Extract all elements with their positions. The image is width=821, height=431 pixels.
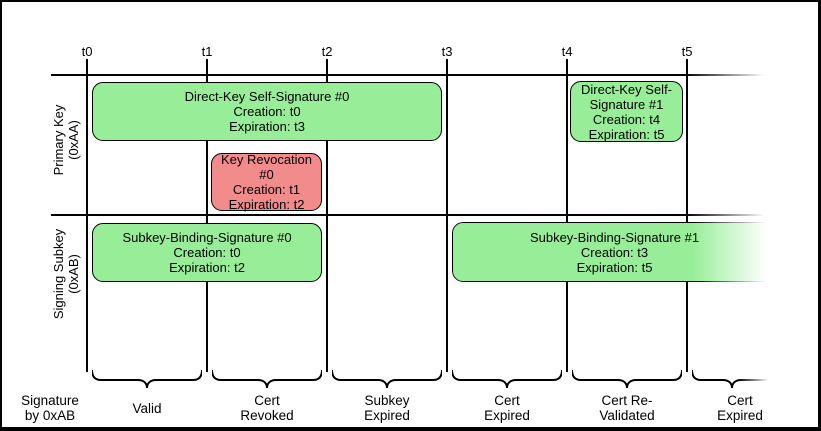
row-label-line: (0xAA) [66, 120, 81, 160]
period-brace-cert-expired-2 [692, 370, 772, 389]
signature-box-title: Subkey-Binding-Signature #0 [122, 230, 292, 245]
period-label-cert-expired-2: Cert Expired [690, 391, 790, 425]
signature-box-expiration: Expiration: t2 [169, 260, 245, 275]
signature-box-creation: Creation: t3 [580, 244, 649, 260]
axis-label-signature-by-0xab: Signature by 0xAB [6, 391, 94, 425]
period-label-line: Expired [484, 408, 530, 423]
period-label-cert-expired-1: Cert Expired [452, 391, 562, 425]
row-label-primary-key: Primary Key (0xAA) [51, 70, 81, 210]
signature-box-key-revocation-0: Key Revocation #0 Creation: t1 Expiratio… [211, 152, 322, 212]
period-label-line: Cert [494, 393, 520, 408]
signature-box-direct-key-self-signature-0: Direct-Key Self-Signature #0 Creation: t… [92, 82, 442, 141]
signature-box-creation: Creation: t1 [232, 182, 301, 197]
timeline-signing-subkey [51, 214, 772, 217]
period-label-valid: Valid [92, 391, 202, 425]
timeline-primary-key [51, 74, 772, 77]
tick-label-t4: t4 [561, 44, 573, 59]
period-label-line: Cert Re- [601, 393, 653, 408]
period-label-cert-revalidated: Cert Re- Validated [572, 391, 682, 425]
period-brace-cert-revalidated [572, 370, 682, 389]
signature-box-title: Direct-Key Self-Signature #0 [184, 89, 350, 104]
tick-label-t2: t2 [321, 44, 333, 59]
period-brace-subkey-expired [332, 370, 442, 389]
period-label-cert-revoked: Cert Revoked [212, 391, 322, 425]
row-label-line: (0xAB) [66, 254, 81, 294]
signature-box-expiration: Expiration: t5 [576, 259, 653, 275]
row-label-line: Primary Key [51, 104, 66, 176]
signature-box-direct-key-self-signature-1: Direct-Key Self-Signature #1 Creation: t… [570, 81, 683, 142]
period-label-line: Expired [364, 408, 410, 423]
signature-box-title: Key Revocation #0 [220, 152, 313, 182]
signature-box-subkey-binding-signature-0: Subkey-Binding-Signature #0 Creation: t0… [92, 223, 322, 282]
axis-label-line: Signature [21, 393, 79, 408]
period-label-line: Revoked [240, 408, 294, 423]
signature-box-creation: Creation: t0 [233, 104, 301, 119]
period-brace-valid [92, 370, 202, 389]
signature-box-expiration: Expiration: t2 [228, 197, 305, 212]
signature-box-expiration: Expiration: t3 [229, 119, 305, 134]
period-label-line: Expired [717, 408, 763, 423]
signature-box-title: Subkey-Binding-Signature #1 [529, 229, 700, 245]
period-brace-cert-revoked [212, 370, 322, 389]
period-brace-cert-expired-1 [452, 370, 562, 389]
period-label-line: Cert [727, 393, 753, 408]
tick-label-t3: t3 [441, 44, 453, 59]
period-label-line: Subkey [364, 393, 410, 408]
period-label-line: Validated [599, 408, 655, 423]
period-label-line: Valid [132, 400, 162, 416]
period-label-subkey-expired: Subkey Expired [332, 391, 442, 425]
signature-box-creation: Creation: t0 [173, 245, 241, 260]
signature-box-expiration: Expiration: t5 [588, 126, 665, 142]
signature-box-title: Direct-Key Self-Signature #1 [580, 81, 673, 112]
period-label-line: Cert [254, 393, 280, 408]
tick-label-t5: t5 [681, 44, 693, 59]
tick-label-t1: t1 [201, 44, 213, 59]
signature-box-creation: Creation: t4 [592, 111, 661, 127]
row-label-signing-subkey: Signing Subkey (0xAB) [51, 204, 81, 344]
axis-label-line: by 0xAB [24, 408, 76, 423]
row-label-line: Signing Subkey [51, 228, 66, 320]
tick-label-t0: t0 [81, 44, 93, 59]
signature-box-subkey-binding-signature-1: Subkey-Binding-Signature #1 Creation: t3… [452, 222, 777, 282]
